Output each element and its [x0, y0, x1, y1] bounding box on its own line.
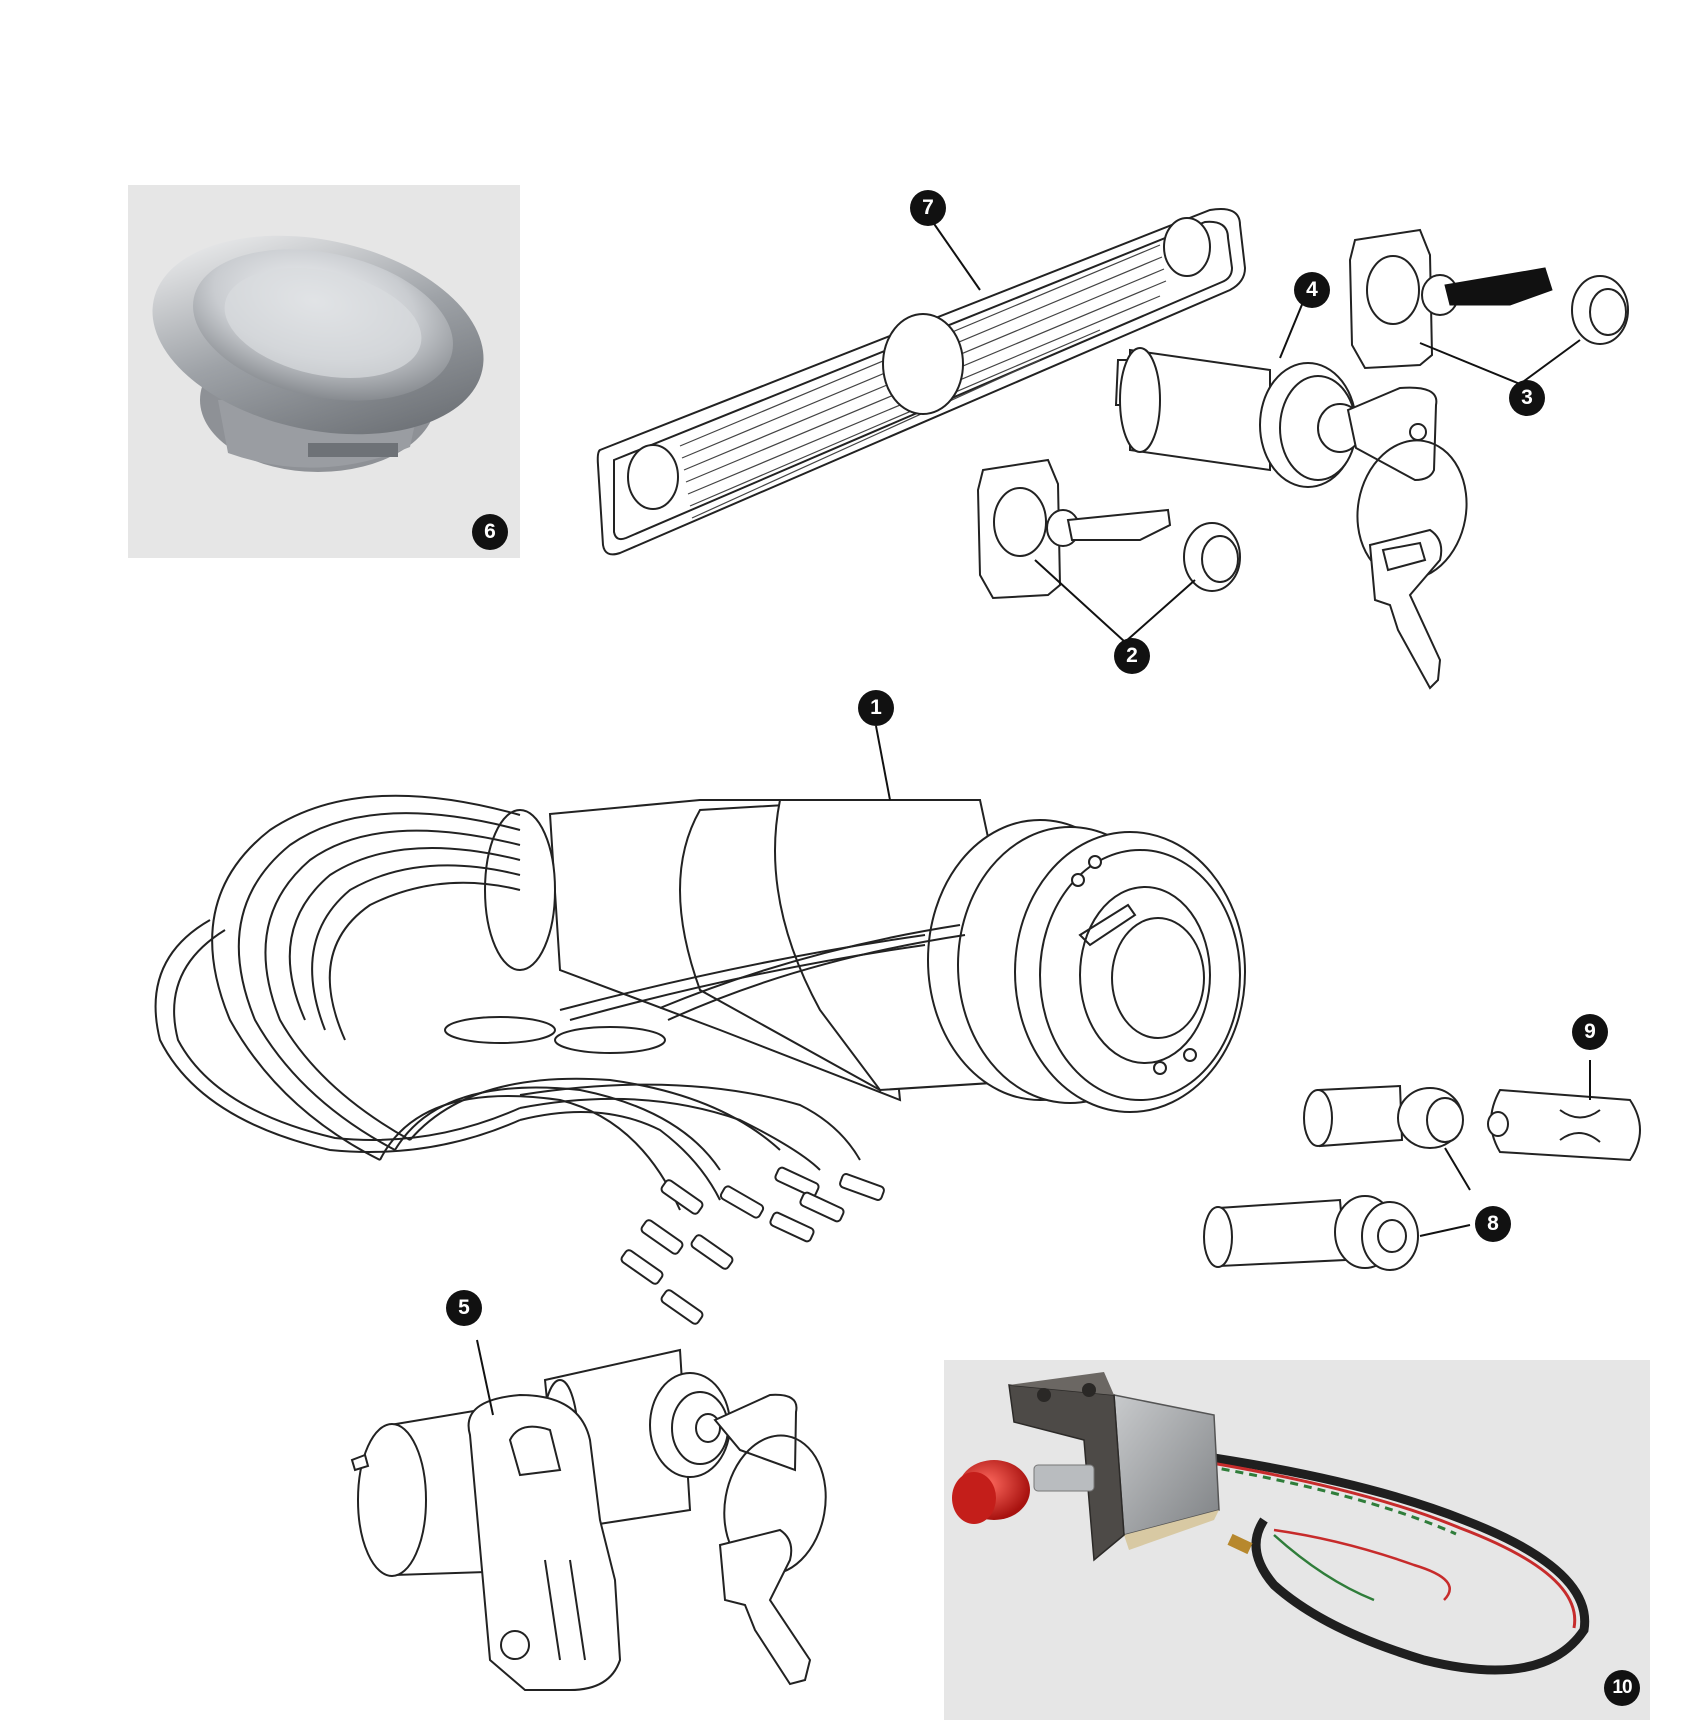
- callout-7: 7: [910, 190, 946, 226]
- photo-panel-part-10: [944, 1360, 1650, 1720]
- callout-5: 5: [446, 1290, 482, 1326]
- switch-panel-plate: [596, 208, 1247, 556]
- callout-6: 6: [472, 514, 508, 550]
- chrome-cap-icon: [152, 235, 484, 472]
- callout-4: 4: [1294, 272, 1330, 308]
- toggle-switch-white: [976, 458, 1241, 600]
- ignition-lock-barrel: [1114, 347, 1468, 690]
- steering-lock-housing: [350, 1348, 827, 1691]
- push-switch-harness-icon: [952, 1372, 1590, 1675]
- festoon-bulb: [1487, 1088, 1641, 1162]
- callout-9: 9: [1572, 1014, 1608, 1050]
- photo-panel-part-6: [128, 185, 520, 558]
- callout-1: 1: [858, 690, 894, 726]
- bulb-holders: [1203, 1084, 1464, 1271]
- steering-column-lock: [154, 794, 1246, 1325]
- callout-2: 2: [1114, 638, 1150, 674]
- callout-10: 10: [1604, 1670, 1640, 1706]
- toggle-switch-black: [1348, 228, 1629, 370]
- leader-lines: [476, 217, 1591, 1416]
- callout-3: 3: [1509, 380, 1545, 416]
- callout-8: 8: [1475, 1206, 1511, 1242]
